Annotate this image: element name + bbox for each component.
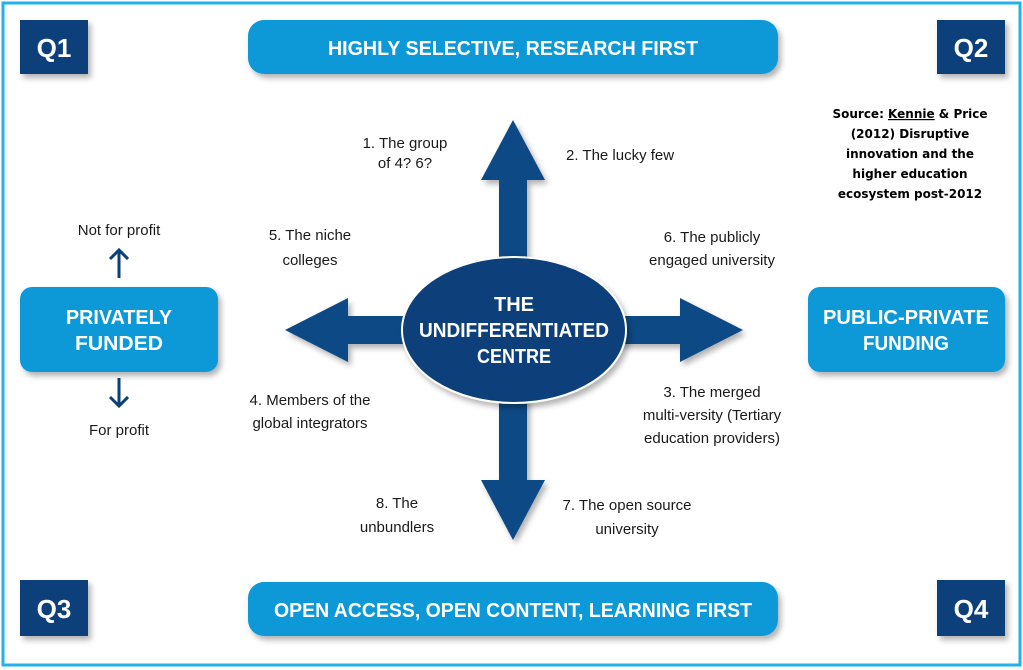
- centre-line1: THE: [494, 294, 534, 316]
- not-for-profit-label: Not for profit: [78, 222, 161, 239]
- down-arrow-icon: [108, 378, 130, 409]
- label-line: global integrators: [252, 415, 367, 432]
- label-line: 1. The group: [363, 135, 448, 152]
- label-line: multi-versity (Tertiary: [643, 407, 782, 424]
- centre-line2: UNDIFFERENTIATED: [419, 320, 609, 342]
- axis-arrows: [285, 120, 743, 540]
- arrow-up: [481, 120, 545, 330]
- label-line: 4. Members of the: [250, 392, 371, 409]
- q1-label: Q1: [37, 33, 72, 63]
- bottom-banner: OPEN ACCESS, OPEN CONTENT, LEARNING FIRS…: [248, 582, 778, 636]
- source-line-1: Source: Kennie & Price: [832, 107, 987, 121]
- label-line: 7. The open source: [563, 497, 692, 514]
- arrow-left: [285, 298, 513, 362]
- top-banner: HIGHLY SELECTIVE, RESEARCH FIRST: [248, 20, 778, 74]
- source-line: innovation and the: [846, 147, 974, 161]
- source-line: higher education: [852, 167, 967, 181]
- right-box-line1: PUBLIC-PRIVATE: [823, 307, 989, 329]
- q3-box: Q3: [20, 580, 88, 636]
- label-lucky-few: 2. The lucky few: [566, 147, 674, 164]
- for-profit-label: For profit: [89, 422, 150, 439]
- label-niche-colleges: 5. The niche colleges: [269, 227, 351, 269]
- label-publicly-engaged: 6. The publicly engaged university: [649, 229, 775, 269]
- q4-label: Q4: [954, 594, 989, 624]
- label-unbundlers: 8. The unbundlers: [360, 495, 434, 536]
- source-citation: Source: Kennie & Price (2012) Disruptive…: [832, 107, 987, 201]
- source-line: (2012) Disruptive: [851, 127, 970, 141]
- q2-box: Q2: [937, 20, 1005, 74]
- label-line: 3. The merged: [663, 384, 760, 401]
- label-line: unbundlers: [360, 519, 434, 536]
- undifferentiated-centre: THE UNDIFFERENTIATED CENTRE: [401, 256, 627, 404]
- arrow-down: [481, 330, 545, 540]
- right-box-line2: FUNDING: [863, 333, 949, 355]
- centre-line3: CENTRE: [477, 346, 551, 368]
- source-author: Kennie: [888, 107, 935, 121]
- label-line: university: [595, 521, 659, 538]
- label-line: 5. The niche: [269, 227, 351, 244]
- q1-box: Q1: [20, 20, 88, 74]
- up-arrow-icon: [108, 247, 130, 278]
- arrow-right: [513, 298, 743, 362]
- label-line: 2. The lucky few: [566, 147, 674, 164]
- label-line: engaged university: [649, 252, 775, 269]
- label-merged-multiversity: 3. The merged multi-versity (Tertiary ed…: [643, 384, 782, 447]
- left-box-line1: PRIVATELY: [66, 307, 173, 329]
- label-line: of 4? 6?: [378, 155, 432, 172]
- q2-label: Q2: [954, 33, 989, 63]
- q3-label: Q3: [37, 594, 72, 624]
- label-line: 6. The publicly: [664, 229, 761, 246]
- privately-funded-box: PRIVATELY FUNDED: [20, 287, 218, 372]
- source-line: ecosystem post-2012: [838, 187, 982, 201]
- label-line: 8. The: [376, 495, 418, 512]
- label-line: education providers): [644, 430, 780, 447]
- top-banner-label: HIGHLY SELECTIVE, RESEARCH FIRST: [328, 38, 698, 60]
- public-private-funding-box: PUBLIC-PRIVATE FUNDING: [808, 287, 1005, 372]
- bottom-banner-label: OPEN ACCESS, OPEN CONTENT, LEARNING FIRS…: [274, 600, 752, 622]
- q4-box: Q4: [937, 580, 1005, 636]
- label-group-of-4-6: 1. The group of 4? 6?: [363, 135, 448, 172]
- label-line: colleges: [282, 252, 337, 269]
- label-global-integrators: 4. Members of the global integrators: [250, 392, 371, 432]
- label-open-source-university: 7. The open source university: [563, 497, 692, 538]
- left-box-line2: FUNDED: [75, 333, 163, 355]
